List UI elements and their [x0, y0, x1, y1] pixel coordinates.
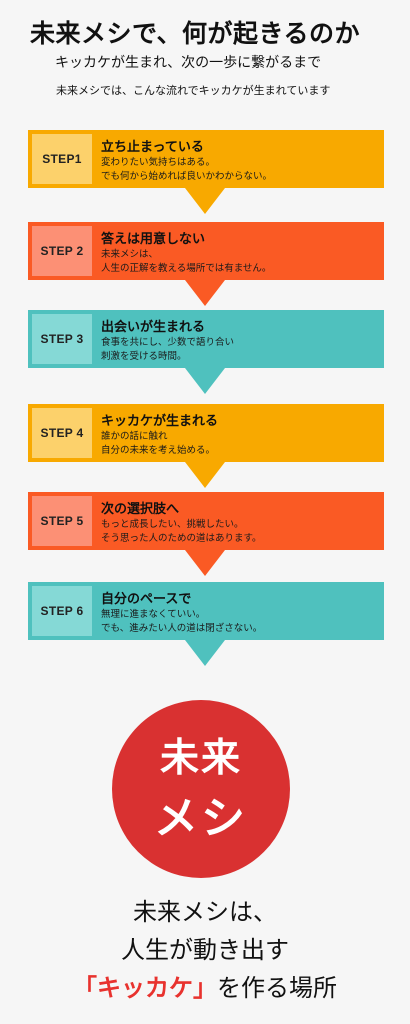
step-6-label: STEP 6 — [32, 586, 92, 636]
down-arrow-icon — [185, 188, 225, 214]
step-2-card: STEP 2 答えは用意しない 未来メシは、 人生の正解を教える場所では有ません… — [28, 222, 384, 280]
step-5-label: STEP 5 — [32, 496, 92, 546]
step-2-description: 未来メシは、 人生の正解を教える場所では有ません。 — [101, 248, 271, 276]
step-5-description: もっと成長したい、挑戦したい。 そう思った人のための道はあります。 — [101, 518, 262, 546]
step-4-title: キッカケが生まれる — [101, 414, 219, 429]
step-3-line-1: 食事を共にし、少数で語り合い — [101, 337, 235, 348]
step-1-title: 立ち止まっている — [101, 140, 204, 155]
logo-line-2: メシ — [154, 793, 248, 844]
closing-line-1: 未来メシは、 — [133, 898, 277, 926]
step-5-card: STEP 5 次の選択肢へ もっと成長したい、挑戦したい。 そう思った人のための… — [28, 492, 384, 550]
step-6-title: 自分のペースで — [101, 592, 192, 607]
step-2-line-2: 人生の正解を教える場所では有ません。 — [101, 263, 272, 274]
step-3-description: 食事を共にし、少数で語り合い 刺激を受ける時間。 — [101, 336, 234, 364]
step-3-title: 出会いが生まれる — [101, 320, 206, 335]
step-1-line-2: でも何から始めれば良いかわからない。 — [101, 171, 273, 182]
step-4-line-2: 自分の未来を考え始める。 — [101, 445, 216, 456]
closing-keyword: 「キッカケ」 — [73, 974, 217, 1002]
logo-line-1: 未来 — [159, 736, 242, 781]
step-5-title: 次の選択肢へ — [101, 502, 180, 517]
step-4-line-1: 誰かの話に触れ — [101, 431, 168, 442]
page-title: 未来メシで、何が起きるのか — [30, 19, 361, 48]
mirai-meshi-logo: 未来 メシ — [112, 700, 290, 878]
closing-line-3-rest: を作る場所 — [217, 974, 337, 1002]
step-3-label: STEP 3 — [32, 314, 92, 364]
closing-line-3: 「キッカケ」を作る場所 — [0, 968, 410, 1003]
step-3-card: STEP 3 出会いが生まれる 食事を共にし、少数で語り合い 刺激を受ける時間。 — [28, 310, 384, 368]
step-6-line-2: でも、進みたい人の道は閉ざさない。 — [101, 623, 263, 634]
intro-text: 未来メシでは、こんな流れでキッカケが生まれています — [56, 84, 331, 97]
page-subtitle: キッカケが生まれ、次の一歩に繋がるまで — [55, 55, 322, 71]
closing-line-2: 人生が動き出す — [121, 936, 289, 964]
step-3-line-2: 刺激を受ける時間。 — [101, 351, 187, 362]
step-6-card: STEP 6 自分のペースで 無理に進まなくていい。 でも、進みたい人の道は閉ざ… — [28, 582, 384, 640]
step-6-description: 無理に進まなくていい。 でも、進みたい人の道は閉ざさない。 — [101, 608, 262, 636]
step-4-card: STEP 4 キッカケが生まれる 誰かの話に触れ 自分の未来を考え始める。 — [28, 404, 384, 462]
step-5-line-2: そう思った人のための道はあります。 — [101, 533, 262, 544]
step-4-label: STEP 4 — [32, 408, 92, 458]
step-1-card: STEP1 立ち止まっている 変わりたい気持ちはある。 でも何から始めれば良いか… — [28, 130, 384, 188]
down-arrow-icon — [185, 462, 225, 488]
down-arrow-icon — [185, 368, 225, 394]
step-6-line-1: 無理に進まなくていい。 — [101, 609, 206, 620]
step-1-label: STEP1 — [32, 134, 92, 184]
down-arrow-icon — [185, 550, 225, 576]
step-1-line-1: 変わりたい気持ちはある。 — [101, 157, 216, 168]
step-2-line-1: 未来メシは、 — [101, 249, 159, 260]
down-arrow-icon — [185, 280, 225, 306]
down-arrow-icon — [185, 640, 225, 666]
step-4-description: 誰かの話に触れ 自分の未来を考え始める。 — [101, 430, 215, 458]
step-2-label: STEP 2 — [32, 226, 92, 276]
step-5-line-1: もっと成長したい、挑戦したい。 — [101, 519, 244, 530]
step-2-title: 答えは用意しない — [101, 232, 206, 247]
step-1-description: 変わりたい気持ちはある。 でも何から始めれば良いかわからない。 — [101, 156, 272, 184]
